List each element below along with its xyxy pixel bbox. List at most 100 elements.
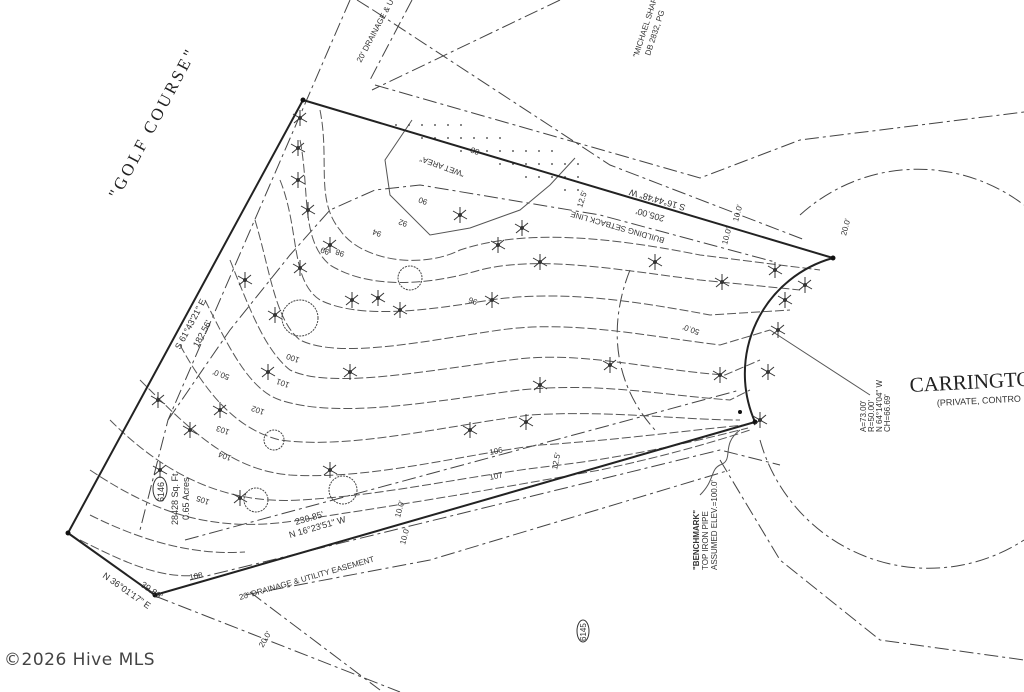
wet-area-dot	[421, 137, 423, 139]
wet-area	[384, 119, 579, 236]
setback-north: 12.5'	[575, 189, 589, 208]
tree-icon	[797, 277, 813, 293]
right-of-way-width: 20.0'	[839, 217, 852, 236]
contour-label: 92	[397, 217, 409, 229]
adjacent-lot-text: 6145	[579, 623, 588, 641]
easement-half-bottom: 10.0'	[393, 499, 406, 518]
wet-area-dot	[460, 150, 462, 152]
setback-lines	[167, 184, 776, 541]
wet-area-dot	[408, 124, 410, 126]
watermark: ©2026 Hive MLS	[4, 650, 156, 670]
wet-area-dot	[499, 163, 501, 165]
wet-area-dot	[551, 176, 553, 178]
contour-label: 105	[195, 493, 211, 506]
contour-label: 103	[215, 423, 231, 436]
tree-icon	[714, 274, 730, 290]
wet-area-dot	[447, 137, 449, 139]
adjacent-lot-number: 6145	[576, 619, 590, 643]
contour-label: 108	[189, 570, 204, 582]
easement-half-top-2: 10.0'	[720, 226, 733, 245]
wet-area-dot	[486, 150, 488, 152]
lot-number-text: 6146	[156, 482, 166, 502]
contour-label: 102	[250, 403, 266, 416]
curve-bearing: N 64°14'04" W	[875, 380, 884, 432]
tree-icon	[760, 364, 776, 380]
street-note: (PRIVATE, CONTRO	[937, 394, 1022, 408]
wet-area-dot	[525, 176, 527, 178]
curve-chord: CH=66.69'	[883, 394, 892, 432]
tree-icon	[292, 110, 308, 126]
tree-canopy-icon	[281, 299, 319, 337]
contour-label: 104	[217, 449, 233, 462]
tree-icon	[344, 292, 360, 308]
tree-icon	[777, 292, 793, 308]
wet-area-dot	[486, 137, 488, 139]
contour-label: 90	[417, 195, 429, 207]
wet-area-dot	[473, 137, 475, 139]
tree-icon	[514, 220, 530, 236]
tree-icon	[767, 262, 783, 278]
tree-icon	[484, 292, 500, 308]
easement-half-top: 10.0'	[731, 203, 744, 222]
golf-course-label: "GOLF COURSE"	[105, 44, 201, 202]
tree-icon	[452, 207, 468, 223]
tree-canopy-icon	[328, 475, 358, 505]
wet-area-dot	[499, 150, 501, 152]
curve-arc: A=73.00'	[859, 400, 868, 432]
wet-area-dot	[564, 189, 566, 191]
curve-radius: R=50.00'	[867, 400, 876, 432]
contour-labels: 8890929496989910010110210310410510610710…	[189, 145, 504, 582]
wet-area-dot	[538, 176, 540, 178]
tree-icon	[150, 392, 166, 408]
contour-label: 101	[275, 376, 291, 389]
property-boundary	[65, 97, 871, 598]
tree-icon	[212, 402, 228, 418]
curve-data: A=73.00' R=50.00' N 64°14'04" W CH=66.69…	[859, 380, 892, 432]
tree-icon	[370, 290, 386, 306]
easement-top-label: 20' DRAINAGE & UTILITY	[355, 0, 407, 64]
tree-icon	[770, 322, 786, 338]
tree-icon	[532, 254, 548, 270]
street-name: CARRINGTON	[909, 366, 1024, 397]
contour-label: 100	[285, 351, 301, 364]
wet-area-dot	[460, 124, 462, 126]
benchmark-note: "BENCHMARK" TOP IRON PIPE ASSUMED ELEV.=…	[692, 480, 719, 570]
easement-width-bottom: 20.0'	[257, 629, 274, 649]
tree-icon	[300, 202, 316, 218]
tree-icon	[712, 367, 728, 383]
tree-canopy-icon	[243, 487, 269, 513]
tree-icon	[322, 237, 338, 253]
tree-canopy-icon	[397, 265, 423, 291]
easement-bottom-label: 20' DRAINAGE & UTILITY EASEMENT	[238, 555, 375, 602]
tree-icon	[532, 377, 548, 393]
wet-area-dot	[512, 150, 514, 152]
contour-lines	[79, 109, 821, 577]
wet-area-dot	[577, 163, 579, 165]
contour-label: 107	[489, 470, 504, 482]
wet-area-dot	[551, 163, 553, 165]
tree-icon	[290, 140, 306, 156]
tree-icon	[752, 412, 768, 428]
tree-icon	[290, 172, 306, 188]
wet-area-dot	[538, 150, 540, 152]
tree-icon	[292, 260, 308, 276]
tree-icon	[392, 302, 408, 318]
tree-icon	[462, 422, 478, 438]
tree-icon	[518, 414, 534, 430]
tree-icon	[237, 272, 253, 288]
tree-icon	[182, 422, 198, 438]
wet-area-dot	[525, 150, 527, 152]
contour-label: 106	[489, 445, 504, 457]
benchmark-line: TOP IRON PIPE	[701, 511, 710, 570]
contour-label: 88	[469, 145, 481, 157]
setback-south: 12.5'	[550, 451, 562, 470]
wet-area-dot	[525, 163, 527, 165]
tree-icon	[232, 490, 248, 506]
contour-label: 98	[334, 247, 346, 259]
tree-icon	[322, 462, 338, 478]
contour-label: 94	[371, 227, 383, 239]
wet-area-dot	[447, 124, 449, 126]
lot-number: 6146	[152, 476, 168, 502]
tree-icon	[647, 254, 663, 270]
